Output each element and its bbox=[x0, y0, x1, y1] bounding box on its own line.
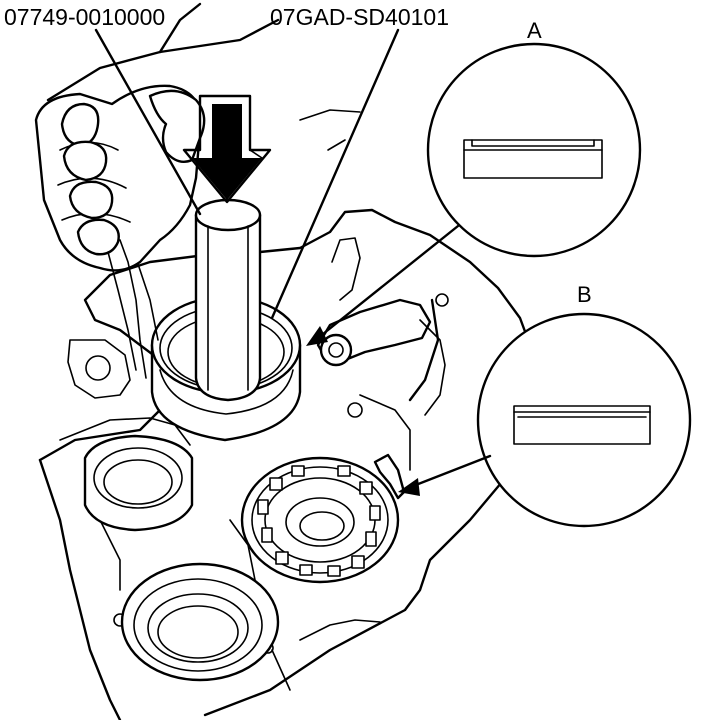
bearing-bore-upper-left bbox=[83, 434, 194, 532]
driver-tool bbox=[194, 198, 262, 402]
detail-b-label: B bbox=[577, 282, 592, 307]
arrowhead-detail-b bbox=[398, 478, 420, 496]
bearing-rollers bbox=[257, 465, 381, 577]
bearing-bore-lower bbox=[120, 562, 280, 682]
leader-lines bbox=[94, 28, 492, 496]
detail-b-magnifier bbox=[476, 312, 692, 528]
attachment-tool-part-number: 07GAD-SD40101 bbox=[270, 4, 449, 30]
leader-detail-b bbox=[406, 454, 492, 490]
shift-fork bbox=[316, 237, 440, 402]
detail-a-magnifier bbox=[426, 42, 642, 258]
technician-hand bbox=[34, 2, 361, 379]
arrowhead-detail-a bbox=[306, 326, 328, 346]
roller-bearing bbox=[240, 453, 406, 584]
down-arrow-icon bbox=[182, 94, 272, 204]
driver-tool-part-number: 07749-0010000 bbox=[4, 4, 165, 30]
detail-a-label: A bbox=[527, 18, 542, 43]
transmission-case bbox=[38, 208, 532, 720]
leader-attachment-tool bbox=[270, 28, 400, 320]
leader-driver-tool bbox=[94, 28, 202, 216]
leader-detail-a bbox=[316, 224, 460, 340]
